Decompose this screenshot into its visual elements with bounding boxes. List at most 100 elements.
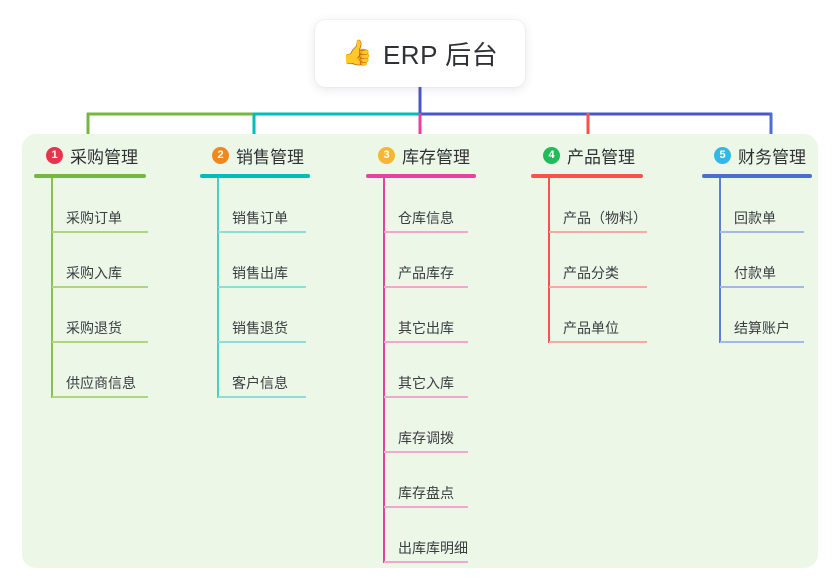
- list-item[interactable]: 采购退货: [52, 288, 148, 343]
- list-item-label: 库存盘点: [398, 485, 454, 501]
- column-header-3[interactable]: 3 库存管理: [366, 143, 476, 167]
- list-item[interactable]: 销售退货: [218, 288, 310, 343]
- list-item[interactable]: 出库库明细: [384, 508, 476, 563]
- list-item-label: 产品单位: [563, 320, 619, 336]
- list-item-label: 客户信息: [232, 375, 288, 391]
- column-items: 销售订单销售出库销售退货客户信息: [200, 178, 310, 398]
- list-item-label: 销售订单: [232, 210, 288, 226]
- list-item-label: 产品（物料）: [563, 210, 647, 226]
- column-header-rule: [531, 174, 643, 178]
- list-item[interactable]: 产品分类: [549, 233, 653, 288]
- list-item-rule: [218, 341, 306, 343]
- column-badge-icon: 5: [714, 146, 731, 164]
- column-items: 采购订单采购入库采购退货供应商信息: [34, 178, 148, 398]
- list-item-label: 仓库信息: [398, 210, 454, 226]
- column-header-1[interactable]: 1 采购管理: [34, 143, 146, 167]
- list-item-label: 其它入库: [398, 375, 454, 391]
- column-items: 产品（物料） 产品分类产品单位: [531, 178, 653, 343]
- list-item-label: 其它出库: [398, 320, 454, 336]
- list-item-rule: [384, 231, 468, 233]
- list-item[interactable]: 客户信息: [218, 343, 310, 398]
- list-item[interactable]: 采购入库: [52, 233, 148, 288]
- list-item[interactable]: 其它出库: [384, 288, 476, 343]
- list-item[interactable]: 回款单: [720, 178, 812, 233]
- list-item-label: 库存调拨: [398, 430, 454, 446]
- list-item-rule: [384, 561, 468, 563]
- column-badge-icon: 4: [543, 146, 560, 164]
- column-spine: [383, 178, 385, 563]
- column-header-4[interactable]: 4 产品管理: [531, 143, 653, 167]
- list-item-label: 产品库存: [398, 265, 454, 281]
- column-badge-icon: 1: [46, 146, 63, 164]
- list-item[interactable]: 供应商信息: [52, 343, 148, 398]
- list-item[interactable]: 产品（物料）: [549, 178, 653, 233]
- list-item[interactable]: 仓库信息: [384, 178, 476, 233]
- list-item-label: 产品分类: [563, 265, 619, 281]
- list-item[interactable]: 产品库存: [384, 233, 476, 288]
- list-item-rule: [384, 286, 468, 288]
- column-4: 4 产品管理产品（物料） 产品分类产品单位: [531, 143, 653, 343]
- list-item-rule: [218, 286, 306, 288]
- list-item-label: 结算账户: [734, 320, 790, 336]
- list-item-rule: [218, 231, 306, 233]
- column-title: 库存管理: [402, 147, 470, 167]
- column-header-5[interactable]: 5 财务管理: [702, 143, 812, 167]
- list-item-rule: [52, 231, 148, 233]
- list-item-label: 供应商信息: [66, 375, 136, 391]
- list-item-rule: [384, 506, 468, 508]
- list-item[interactable]: 其它入库: [384, 343, 476, 398]
- list-item-label: 采购入库: [66, 265, 122, 281]
- list-item[interactable]: 结算账户: [720, 288, 812, 343]
- list-item[interactable]: 采购订单: [52, 178, 148, 233]
- column-header-rule: [366, 174, 476, 178]
- list-item-rule: [720, 341, 804, 343]
- column-spine: [719, 178, 721, 343]
- column-title: 产品管理: [567, 147, 635, 167]
- list-item-rule: [52, 341, 148, 343]
- list-item[interactable]: 销售出库: [218, 233, 310, 288]
- column-spine: [548, 178, 550, 343]
- list-item-rule: [549, 231, 647, 233]
- column-spine: [51, 178, 53, 398]
- column-5: 5 财务管理回款单付款单结算账户: [702, 143, 812, 343]
- list-item[interactable]: 库存调拨: [384, 398, 476, 453]
- list-item-rule: [384, 341, 468, 343]
- column-items: 回款单付款单结算账户: [702, 178, 812, 343]
- root-node[interactable]: 👍 ERP 后台: [315, 20, 525, 87]
- list-item-rule: [52, 286, 148, 288]
- column-header-rule: [34, 174, 146, 178]
- column-spine: [217, 178, 219, 398]
- list-item[interactable]: 付款单: [720, 233, 812, 288]
- content-panel: [22, 134, 818, 568]
- column-title: 销售管理: [236, 147, 304, 167]
- list-item[interactable]: 销售订单: [218, 178, 310, 233]
- list-item-rule: [720, 231, 804, 233]
- list-item[interactable]: 产品单位: [549, 288, 653, 343]
- list-item-rule: [549, 286, 647, 288]
- list-item-rule: [384, 396, 468, 398]
- list-item[interactable]: 库存盘点: [384, 453, 476, 508]
- column-header-rule: [702, 174, 812, 178]
- column-title: 采购管理: [70, 147, 138, 167]
- column-3: 3 库存管理仓库信息产品库存其它出库其它入库库存调拨库存盘点出库库明细: [366, 143, 476, 563]
- list-item-label: 采购订单: [66, 210, 122, 226]
- list-item-label: 销售退货: [232, 320, 288, 336]
- column-badge-icon: 3: [378, 146, 395, 164]
- column-title: 财务管理: [738, 147, 806, 167]
- thumbs-up-icon: 👍: [341, 39, 373, 67]
- column-items: 仓库信息产品库存其它出库其它入库库存调拨库存盘点出库库明细: [366, 178, 476, 563]
- list-item-rule: [720, 286, 804, 288]
- list-item-label: 销售出库: [232, 265, 288, 281]
- list-item-label: 采购退货: [66, 320, 122, 336]
- list-item-label: 付款单: [734, 265, 776, 281]
- list-item-rule: [52, 396, 148, 398]
- list-item-label: 回款单: [734, 210, 776, 226]
- list-item-label: 出库库明细: [398, 540, 468, 556]
- list-item-rule: [384, 451, 468, 453]
- root-node-title: ERP 后台: [382, 40, 499, 70]
- list-item-rule: [218, 396, 306, 398]
- list-item-rule: [549, 341, 647, 343]
